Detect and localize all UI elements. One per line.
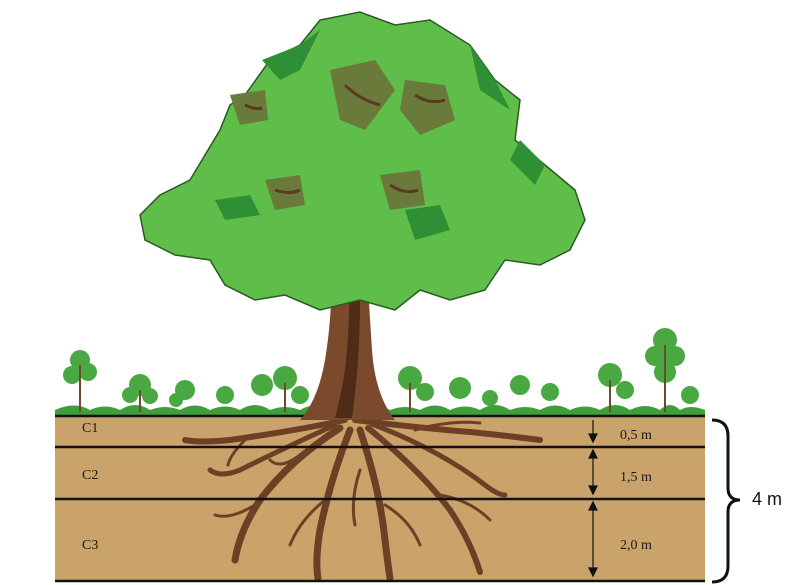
layer-thickness-c3: 2,0 m	[620, 538, 652, 554]
total-depth-brace	[712, 420, 740, 582]
layer-label-c1: C1	[82, 421, 98, 437]
total-depth-label: 4 m	[752, 489, 782, 510]
layer-label-c3: C3	[82, 538, 98, 554]
layer-thickness-c2: 1,5 m	[620, 470, 652, 486]
layer-label-c2: C2	[82, 468, 98, 484]
tree-canopy	[140, 12, 585, 310]
layer-thickness-c1: 0,5 m	[620, 428, 652, 444]
